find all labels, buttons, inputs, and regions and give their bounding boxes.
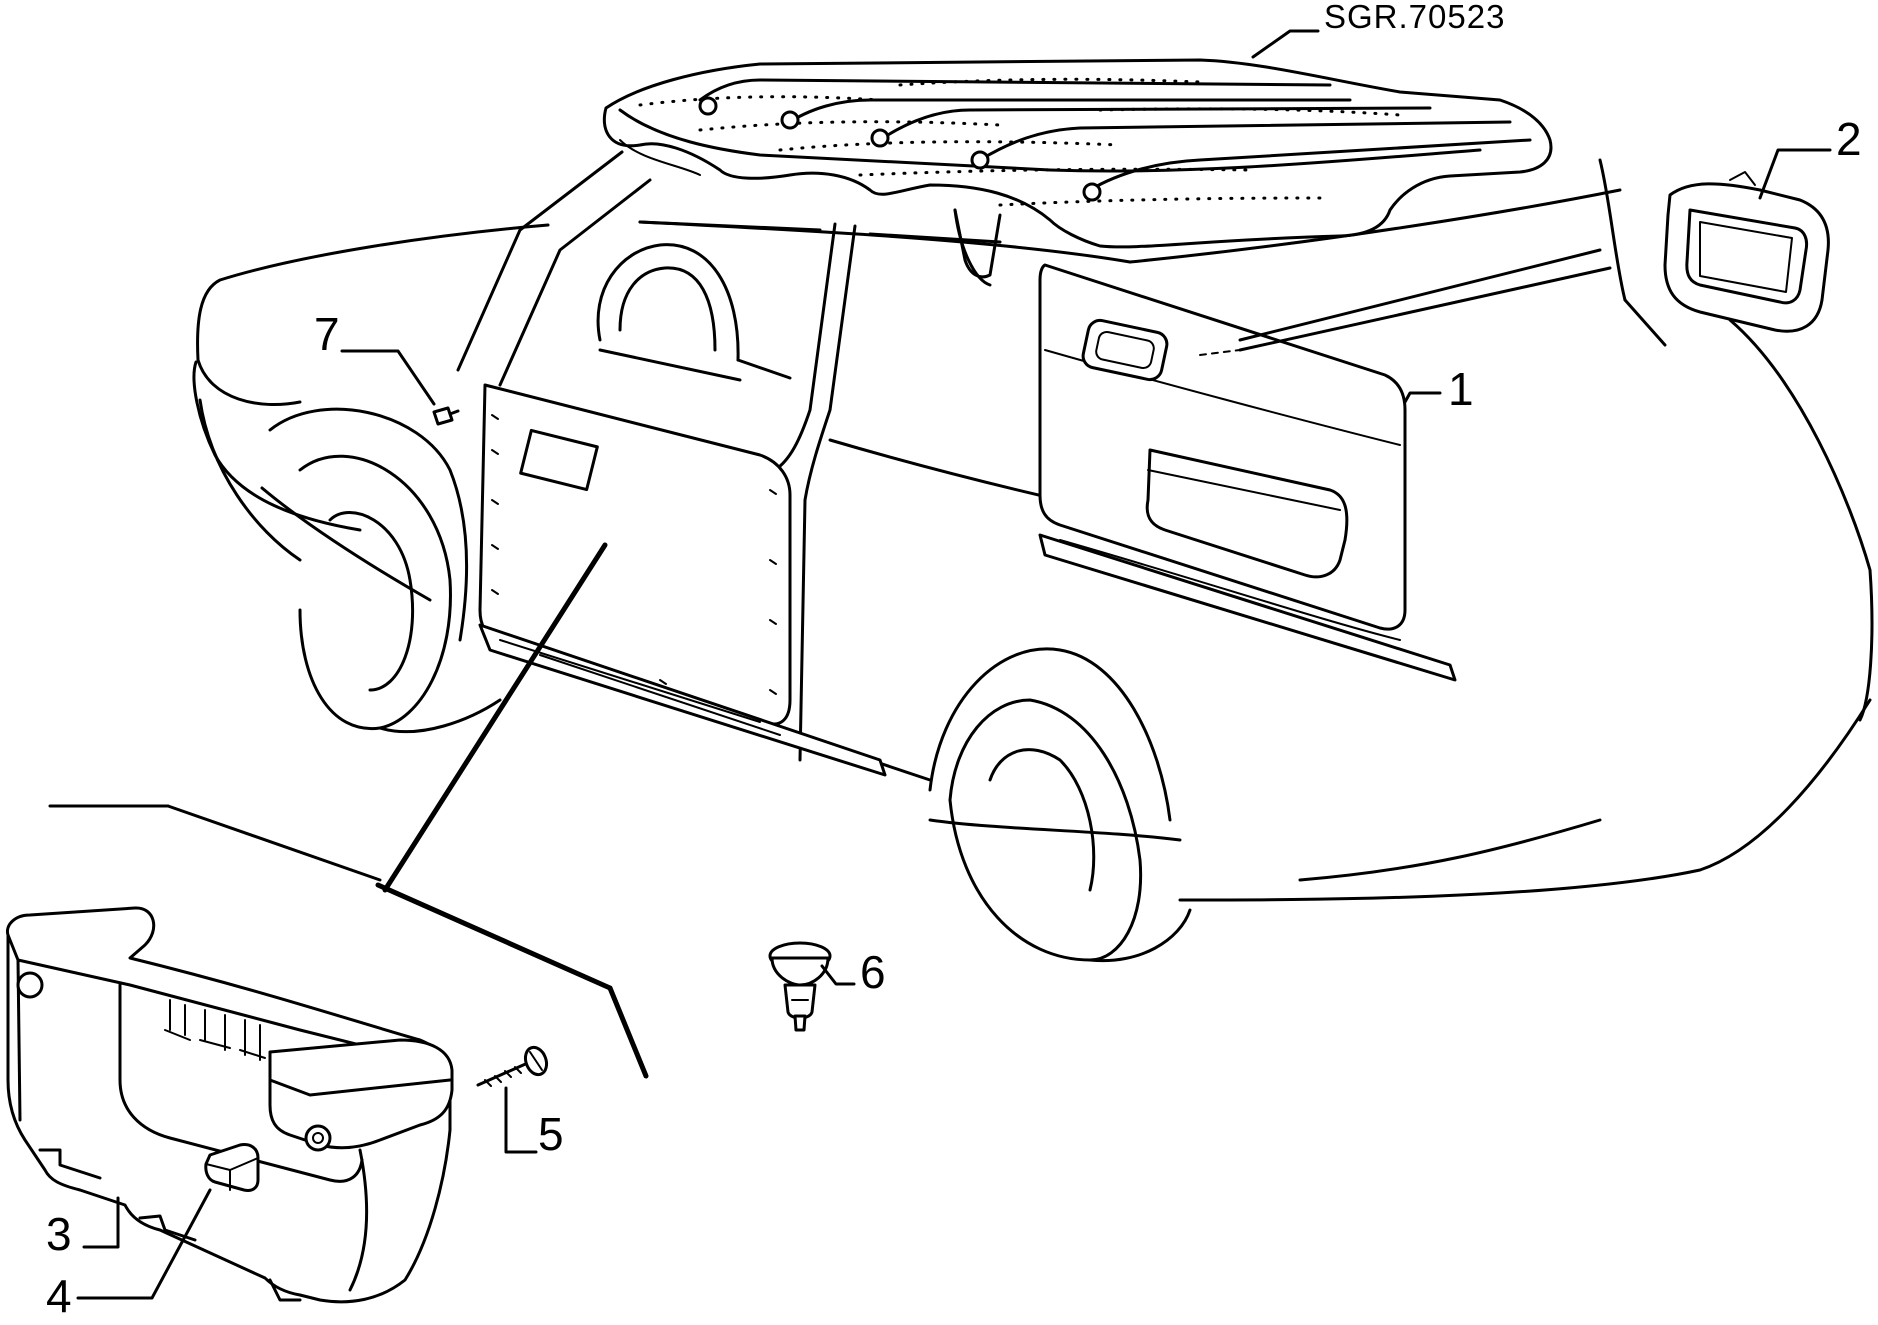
front-door-panel bbox=[478, 383, 887, 777]
reference-code: SGR.70523 bbox=[1324, 0, 1505, 35]
car-body bbox=[192, 150, 1874, 963]
headliner-roof-panel bbox=[602, 58, 1553, 279]
callout-6: 6 bbox=[860, 946, 886, 998]
callout-2: 2 bbox=[1836, 113, 1862, 165]
leader-lines bbox=[48, 29, 1832, 1300]
push-clip bbox=[768, 941, 832, 1032]
rear-door-panel bbox=[1038, 263, 1457, 682]
screw bbox=[476, 1045, 549, 1087]
callout-3: 3 bbox=[46, 1208, 72, 1260]
armrest-pocket bbox=[5, 906, 454, 1304]
door-handle-bezel bbox=[1663, 171, 1830, 333]
callout-4: 4 bbox=[46, 1270, 72, 1322]
callout-1: 1 bbox=[1448, 363, 1474, 415]
callout-5: 5 bbox=[538, 1108, 564, 1160]
callout-7: 7 bbox=[314, 308, 340, 360]
fastener bbox=[432, 406, 460, 426]
